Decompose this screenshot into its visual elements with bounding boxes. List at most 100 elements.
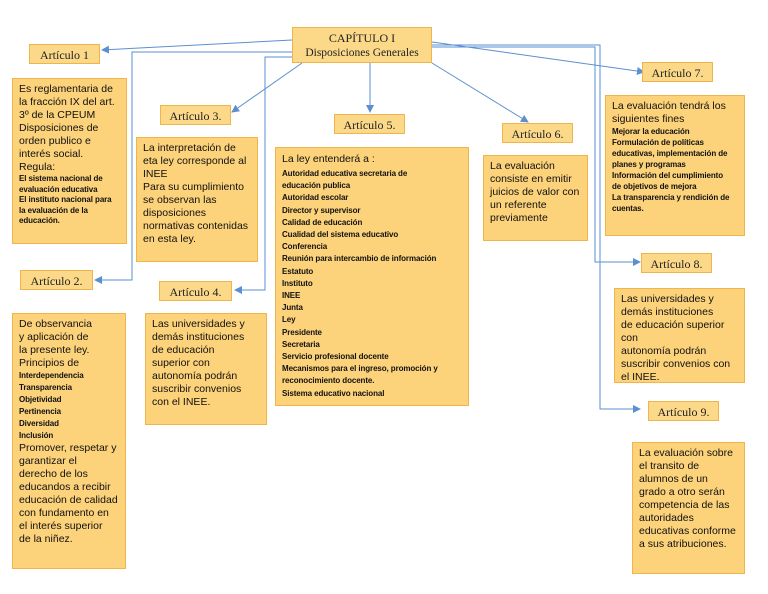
text-line: derecho de los [19, 468, 88, 480]
text-line: en esta ley. [143, 233, 196, 245]
definition-item: Presidente [282, 327, 322, 337]
arrow-to-art2 [94, 51, 302, 284]
purpose-item: planes y programas [612, 160, 686, 169]
article-2-box: De observancia y aplicación de la presen… [12, 313, 126, 569]
definition-item: Junta [282, 303, 303, 313]
text-line: orden publico e [19, 135, 91, 147]
definition-item: Director y supervisor [282, 205, 361, 215]
text-line: superior con [152, 357, 210, 369]
text-line: un referente [490, 199, 547, 211]
text-line: el transito de [639, 460, 700, 472]
definition-item: Secretaria [282, 339, 320, 349]
text-line: interés social. [19, 148, 84, 160]
text-line: La evaluación tendrá los [612, 100, 726, 112]
text-line: disposiciones [143, 207, 207, 219]
text-line: grado a otro serán [639, 486, 725, 498]
text-line: normativas contenidas [143, 220, 249, 232]
text-line: suscribir convenios con [621, 358, 731, 370]
text-line: Las universidades y [152, 318, 245, 330]
purpose-item: Mejorar la educación [612, 127, 690, 136]
text-line: Promover, respetar y [19, 442, 117, 454]
purpose-item: Formulación de políticas [612, 138, 704, 147]
purpose-item: educativas, implementación de [612, 149, 728, 158]
text-line: Regula: [19, 161, 56, 173]
article-5-box: La ley entenderá a : Autoridad educativa… [275, 147, 469, 406]
text-line: educativas conforme [639, 525, 736, 537]
text-line: consiste en emitir [490, 173, 572, 185]
article-5-label: Artículo 5. [334, 114, 405, 134]
definition-item: Cualidad del sistema educativo [282, 230, 399, 240]
text-line: se observan las [143, 194, 217, 206]
text-line: Para su cumplimiento [143, 181, 244, 193]
small-text-line: educación. [19, 216, 60, 225]
chapter-subtitle: Disposiciones Generales [305, 47, 419, 59]
arrow-to-art8 [432, 46, 641, 266]
text-line: De observancia [19, 318, 92, 330]
article-9-box: La evaluación sobre el transito de alumn… [632, 442, 745, 574]
text-line: con fundamento en [19, 507, 109, 519]
definition-item: Calidad de educación [282, 217, 363, 227]
text-line: siguientes fines [612, 113, 685, 125]
article-2-label: Artículo 2. [20, 270, 93, 290]
text-line: educación de calidad [19, 494, 118, 506]
text-line: Es reglamentaria de [19, 83, 113, 95]
text-line: 3º de la CPEUM [19, 109, 96, 121]
arrow-to-art3 [231, 62, 303, 113]
article-1-box: Es reglamentaria de la fracción IX del a… [12, 78, 127, 244]
text-line: el interés superior [19, 520, 103, 532]
text-line: educandos a recibir [19, 481, 111, 493]
arrow-to-art4 [234, 56, 312, 294]
text-line: suscribir convenios [152, 383, 242, 395]
text-line: juicios de valor con [490, 186, 580, 198]
article-3-box: La interpretación de eta ley corresponde… [136, 137, 258, 262]
text-line: autonomía podrán [152, 370, 238, 382]
text-line: competencia de las [639, 499, 730, 511]
definition-item: reconocimiento docente. [282, 376, 375, 386]
article-4-box: Las universidades y demás instituciones … [145, 313, 267, 425]
article-4-label: Artículo 4. [159, 281, 232, 301]
text-line: alumnos de un [639, 473, 708, 485]
small-text-line: El sistema nacional de [19, 174, 103, 183]
small-text-line: la evaluación de la [19, 205, 88, 215]
text-line: de educación superior con [621, 319, 725, 344]
definition-item: Conferencia [282, 242, 328, 252]
chapter-title-box: CAPÍTULO I Disposiciones Generales [292, 27, 432, 63]
text-line: autonomía podrán [621, 345, 707, 357]
text-line: Las universidades y [621, 293, 714, 305]
text-line: La evaluación sobre [639, 447, 733, 459]
text-line: la presente ley. [19, 344, 90, 356]
text-line: de la niñez. [19, 533, 73, 545]
text-line: La interpretación de [143, 142, 236, 154]
principle-item: Diversidad [19, 419, 59, 428]
definition-item: Mecanismos para el ingreso, promoción y [282, 364, 438, 374]
small-text-line: evaluación educativa [19, 184, 98, 194]
text-line: La evaluación [490, 160, 555, 172]
article-6-label: Artículo 6. [502, 123, 573, 143]
definition-item: Ley [282, 315, 296, 325]
definition-item: Estatuto [282, 266, 314, 276]
text-line: demás instituciones [152, 331, 245, 343]
definition-item: Servicio profesional docente [282, 352, 389, 362]
text-line: Disposiciones de [19, 122, 99, 134]
article-7-box: La evaluación tendrá los siguientes fine… [605, 95, 745, 236]
text-line: a sus atribuciones. [639, 538, 727, 550]
article-7-label: Artículo 7. [642, 62, 713, 82]
chapter-number: CAPÍTULO I [328, 31, 396, 45]
article-3-label: Artículo 3. [160, 105, 231, 125]
text-line: autoridades [639, 512, 694, 524]
text-line: previamente [490, 212, 548, 224]
text-line: demás instituciones [621, 306, 714, 318]
text-line: y aplicación de [19, 331, 89, 343]
principle-item: Transparencia [19, 383, 72, 392]
purpose-item: cuentas. [612, 204, 644, 213]
box-header: La ley entenderá a : [282, 153, 375, 165]
text-line: Principios de [19, 357, 80, 369]
purpose-item: Información del cumplimiento [612, 171, 723, 180]
arrow-to-art1 [101, 39, 293, 54]
article-6-box: La evaluación consiste en emitir juicios… [483, 155, 588, 241]
small-text-line: El instituto nacional para [19, 195, 112, 204]
article-9-label: Artículo 9. [648, 401, 719, 421]
text-line: garantizar el [19, 455, 77, 467]
article-1-label: Artículo 1 [29, 44, 100, 64]
